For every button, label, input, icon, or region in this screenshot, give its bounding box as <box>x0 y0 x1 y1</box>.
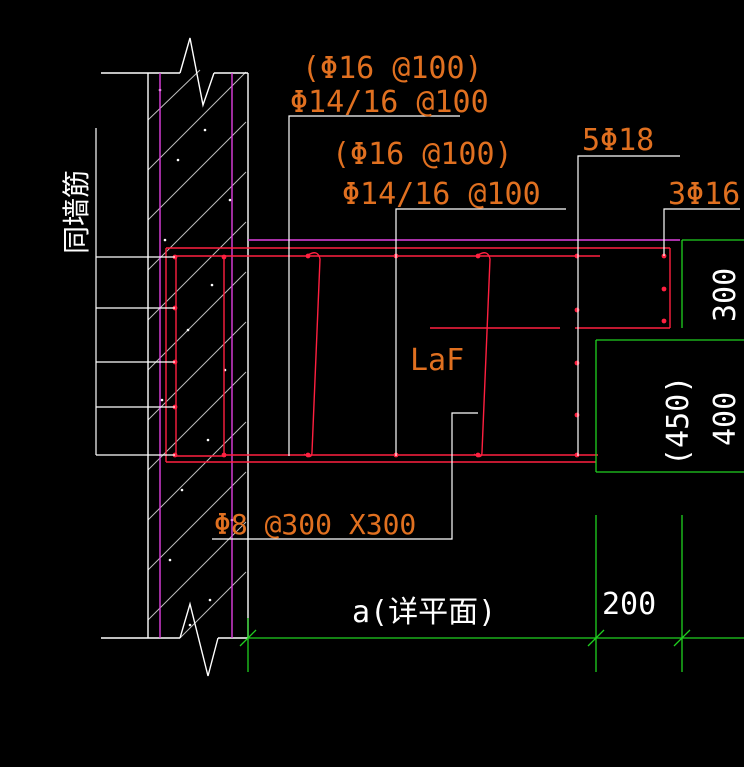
dim-label-450: (450) <box>661 376 696 466</box>
label-bars-5: 5Φ18 <box>582 123 654 158</box>
wall-inner-lines <box>159 73 680 638</box>
dim-label-300: 300 <box>708 268 743 322</box>
label-rebar-mid-2: Φ14/16 @100 <box>342 177 541 212</box>
label-stirrup: Φ8 @300 X300 <box>214 508 416 541</box>
label-rebar-mid-1: (Φ16 @100) <box>332 137 513 172</box>
same-wall-label-group: 同墙筋 <box>60 170 93 254</box>
dimension-labels: 300 400 (450) 200 a(详平面) <box>352 268 743 630</box>
dim-label-a: a(详平面) <box>352 595 496 630</box>
label-rebar-top-1: (Φ16 @100) <box>302 51 483 86</box>
label-bars-3: 3Φ16 <box>668 177 740 212</box>
wall-outline <box>101 37 249 677</box>
annotation-labels: (Φ16 @100) Φ14/16 @100 (Φ16 @100) Φ14/16… <box>214 51 740 541</box>
dim-label-400: 400 <box>708 392 743 446</box>
wall-hatching <box>147 69 247 639</box>
leader-lines <box>95 115 740 540</box>
label-rebar-top-2: Φ14/16 @100 <box>290 85 489 120</box>
label-laf: LaF <box>410 343 464 378</box>
dimension-lines <box>239 239 744 672</box>
label-same-wall: 同墙筋 <box>60 170 93 254</box>
dim-label-200: 200 <box>602 587 656 622</box>
